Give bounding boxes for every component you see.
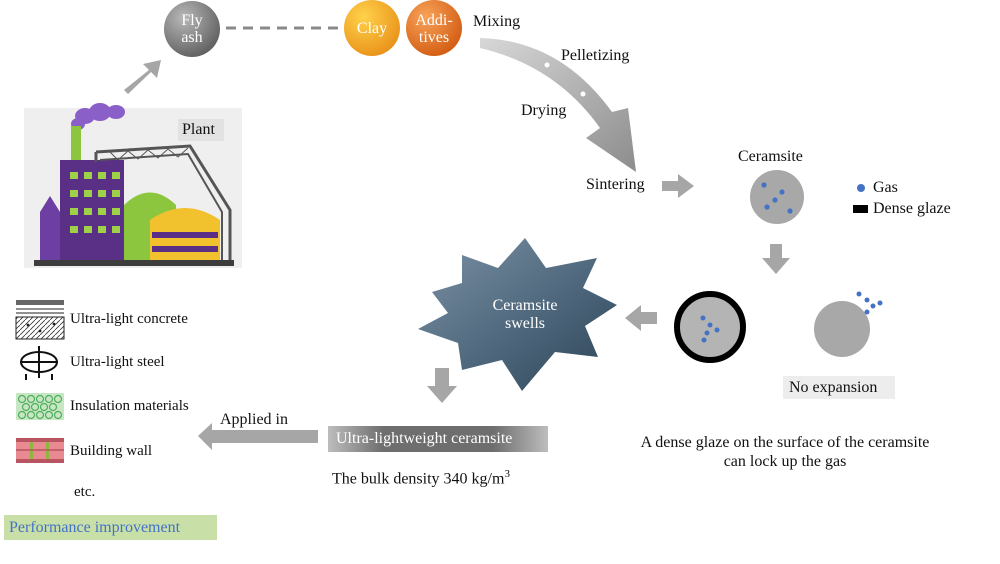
product-label-bg (328, 426, 548, 452)
swell-line-1: Ceramsite (492, 297, 558, 314)
escaping-gas (856, 291, 883, 315)
applied-in-arrow (198, 423, 318, 450)
step-drying: Drying (521, 102, 567, 119)
bulk-density-text: The bulk density 340 kg/m (332, 470, 505, 488)
app-label-wall: Building wall (70, 443, 153, 459)
legend-gas: Gas (873, 179, 898, 196)
performance-bg (4, 515, 217, 540)
swell-line-2: swells (505, 315, 545, 332)
brick-wall-icon (16, 438, 64, 463)
applied-in-label: Applied in (220, 411, 288, 428)
glaze-note-line-2: can lock up the gas (723, 453, 847, 470)
ceramsite-title: Ceramsite (738, 148, 803, 165)
step-sintering: Sintering (586, 176, 645, 193)
glaze-note: A dense glaze on the surface of the cera… (590, 433, 980, 471)
step-pelletizing: Pelletizing (561, 47, 630, 64)
fly-ash-ball (164, 1, 220, 57)
glaze-note-line-1: A dense glaze on the surface of the cera… (640, 434, 930, 451)
plant-label-bg (178, 119, 224, 141)
bulk-density: The bulk density 340 kg/m3 (332, 469, 510, 487)
plant-to-flyash-arrow (124, 60, 161, 94)
additives-ball (406, 0, 462, 56)
clay-ball (344, 0, 400, 56)
ceramsite-ball (750, 170, 804, 224)
fly-ash-line-2: ash (181, 29, 203, 46)
trapped-gas (700, 315, 720, 343)
left-arrow-to-swell (625, 305, 657, 331)
additives-line-1: Addi- (415, 12, 453, 29)
gas-bubbles (761, 182, 793, 214)
down-arrow-swell (427, 368, 457, 403)
steel-icon (20, 346, 58, 380)
process-step-dot (544, 62, 550, 68)
additives-label: Addi- tives (406, 12, 462, 46)
fly-ash-line-1: Fly (181, 12, 203, 29)
legend-dense-glaze: Dense glaze (873, 200, 951, 217)
app-label-concrete: Ultra-light concrete (70, 311, 188, 327)
swell-starburst (418, 238, 617, 391)
sintering-arrow (662, 174, 694, 198)
fly-ash-label: Fly ash (164, 12, 220, 46)
insulation-icon (16, 393, 64, 420)
down-arrow-ceramsite (762, 244, 790, 274)
app-label-steel: Ultra-light steel (70, 354, 165, 370)
plant-label: Plant (182, 121, 215, 138)
performance-label: Performance improvement (9, 519, 181, 536)
process-curve-arrow (480, 38, 636, 172)
product-label: Ultra-lightweight ceramsite (336, 430, 513, 447)
process-step-dot (580, 91, 586, 97)
step-mixing: Mixing (473, 13, 521, 30)
gas-legend-dot (857, 184, 865, 192)
no-expansion-label: No expansion (789, 379, 878, 396)
concrete-icon (15, 300, 65, 340)
glaze-legend-bar (853, 205, 868, 213)
swell-label: Ceramsite swells (480, 297, 570, 333)
bulk-density-unit-exponent: 3 (504, 468, 510, 480)
etc-label: etc. (74, 484, 96, 500)
app-label-insulation: Insulation materials (70, 398, 189, 414)
no-expansion-bg (783, 376, 895, 399)
unglazed-ceramsite (814, 301, 870, 357)
clay-label: Clay (356, 20, 388, 37)
additives-line-2: tives (418, 29, 450, 46)
